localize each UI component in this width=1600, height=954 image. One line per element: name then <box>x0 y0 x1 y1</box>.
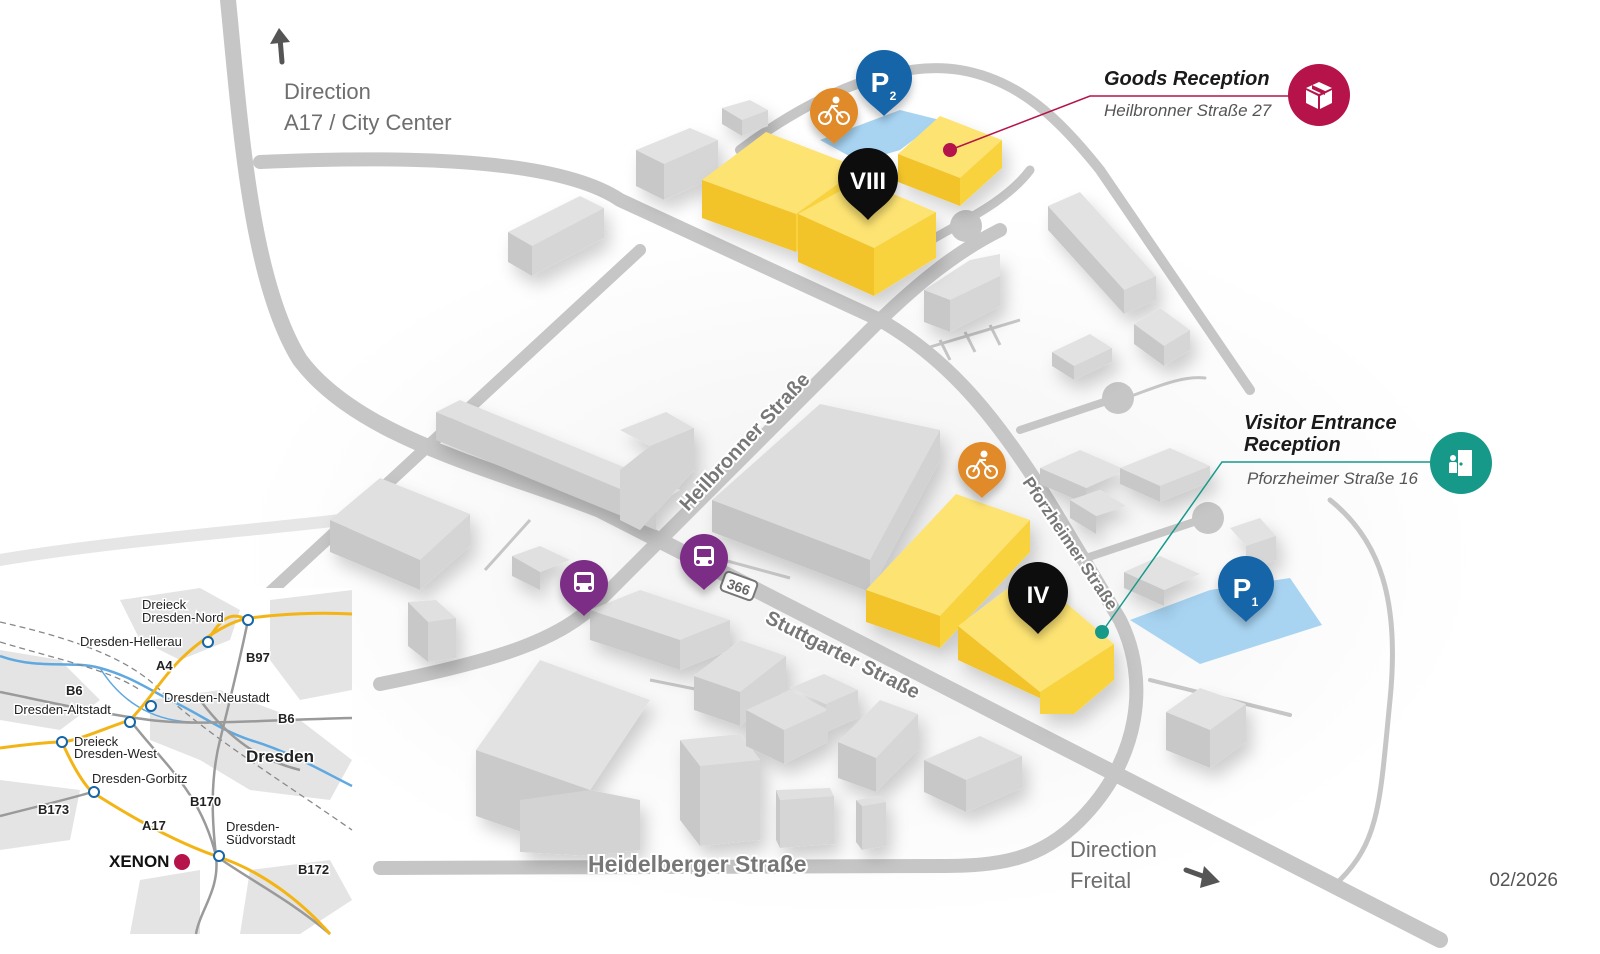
inset-label-b6-west: B6 <box>66 683 83 698</box>
inset-label-b172: B172 <box>298 862 329 877</box>
building-grey <box>838 700 918 792</box>
ring-road <box>253 152 1144 875</box>
xenon-location-dot <box>174 854 190 870</box>
building-grey <box>1070 490 1126 534</box>
xenon-logo: XENON <box>109 852 169 871</box>
building-grey <box>1040 448 1210 504</box>
building-grey <box>722 100 768 136</box>
bicycle-icon <box>818 96 850 125</box>
parking-1-number: 1 <box>1252 595 1259 609</box>
direction-north: Direction A17 / City Center <box>284 76 452 138</box>
building-grey <box>1134 308 1190 366</box>
inset-label-altstadt: Dresden-Altstadt <box>14 702 111 717</box>
bus-icon <box>694 546 714 566</box>
inset-label-suedvorstadt-2: Südvorstadt <box>226 832 296 847</box>
parking-2-letter: P <box>871 67 890 98</box>
direction-north-line1: Direction <box>284 79 371 104</box>
building-grey <box>776 788 834 848</box>
parking-1-letter: P <box>1233 573 1252 604</box>
inset-label-b170: B170 <box>190 794 221 809</box>
parking-areas <box>820 110 1322 664</box>
building-grey <box>436 400 694 530</box>
direction-south: Direction Freital <box>1070 834 1157 896</box>
inset-label-dreieck-nord-2: Dresden-Nord <box>142 610 224 625</box>
bicycle-icon <box>966 450 998 479</box>
route-number: 366 <box>725 575 753 598</box>
inset-label-gorbitz: Dresden-Gorbitz <box>92 771 187 786</box>
building-grey <box>680 734 760 846</box>
goods-leader-line <box>949 95 1290 151</box>
inset-label-neustadt: Dresden-Neustadt <box>164 690 270 705</box>
goods-reception-badge <box>1288 64 1350 126</box>
building-grey <box>712 404 940 592</box>
bus-stop-marker-west <box>560 560 608 616</box>
building-iv-block <box>958 572 1114 714</box>
parking-1-marker: P 1 <box>1218 556 1274 622</box>
route-sign: 366 <box>719 570 759 602</box>
building-iv-marker: IV <box>1008 562 1068 634</box>
street-label-heidelberger: Heidelberger Straße <box>588 851 807 877</box>
building-grey <box>590 590 730 670</box>
inset-label-suedvorstadt-1: Dresden- <box>226 819 279 834</box>
building-grey <box>1048 192 1156 314</box>
building-grey <box>408 600 456 662</box>
bike-marker-south <box>958 442 1006 498</box>
visitor-entrance-badge <box>1430 432 1492 494</box>
bus-icon <box>574 572 594 592</box>
main-road <box>220 0 1448 948</box>
bus-stop-marker-east <box>680 534 728 590</box>
building-grey <box>508 196 604 276</box>
building-viii-marker: VIII <box>838 148 898 220</box>
direction-north-line2: A17 / City Center <box>284 110 452 135</box>
inset-label-b6-east: B6 <box>278 711 295 726</box>
north-arrow-icon <box>270 28 290 65</box>
inset-label-dreieck-nord-1: Dreieck <box>142 597 187 612</box>
inset-label-a4: A4 <box>156 658 173 673</box>
visitor-entrance-title-line2: Reception <box>1244 434 1341 456</box>
goods-reception-address: Heilbronner Straße 27 <box>1104 101 1272 120</box>
visitor-entrance-address: Pforzheimer Straße 16 <box>1247 469 1419 488</box>
visitor-entrance-dot <box>1095 625 1109 639</box>
inset-label-a17: A17 <box>142 818 166 833</box>
door-icon <box>1449 450 1472 476</box>
grey-buildings <box>330 100 1276 856</box>
parking-2-marker: P 2 <box>856 50 912 116</box>
building-grey <box>476 660 650 856</box>
inset-label-dreieck-west-1: Dreieck <box>74 734 119 749</box>
building-iv-block <box>866 494 1030 648</box>
building-grey <box>1166 688 1246 768</box>
building-grey <box>790 674 858 732</box>
bike-marker-north <box>810 88 858 144</box>
building-grey <box>512 546 570 590</box>
inset-map: Dreieck Dresden-Nord Dresden-Hellerau A4… <box>0 588 353 935</box>
road-turnarounds <box>950 210 1224 534</box>
package-icon <box>1306 82 1332 109</box>
inset-label-b97: B97 <box>246 650 270 665</box>
goods-reception-title: Goods Reception <box>1104 68 1270 90</box>
building-grey <box>636 128 718 200</box>
visitor-leader-line <box>1101 461 1432 633</box>
goods-reception-dot <box>943 143 957 157</box>
direction-south-line1: Direction <box>1070 837 1157 862</box>
building-grey <box>924 736 1022 812</box>
direction-south-line2: Freital <box>1070 868 1132 893</box>
building-grey <box>924 254 1000 332</box>
visitor-entrance-title: Visitor Entrance Reception <box>1244 412 1397 456</box>
visitor-entrance-title-line1: Visitor Entrance <box>1244 412 1397 434</box>
building-grey <box>746 690 828 764</box>
south-east-arrow-icon <box>1183 866 1220 888</box>
inset-label-dreieck-west-2: Dresden-West <box>74 746 157 761</box>
building-viii-label: VIII <box>850 168 886 195</box>
inset-label-dresden: Dresden <box>246 747 314 766</box>
building-grey <box>1052 334 1112 380</box>
building-grey <box>330 478 470 590</box>
map-date: 02/2026 <box>1489 870 1558 891</box>
building-grey <box>856 796 886 850</box>
parking-2-number: 2 <box>890 89 897 103</box>
building-iv-label: IV <box>1027 582 1050 609</box>
inset-label-hellerau: Dresden-Hellerau <box>80 634 182 649</box>
inset-label-b173: B173 <box>38 802 69 817</box>
